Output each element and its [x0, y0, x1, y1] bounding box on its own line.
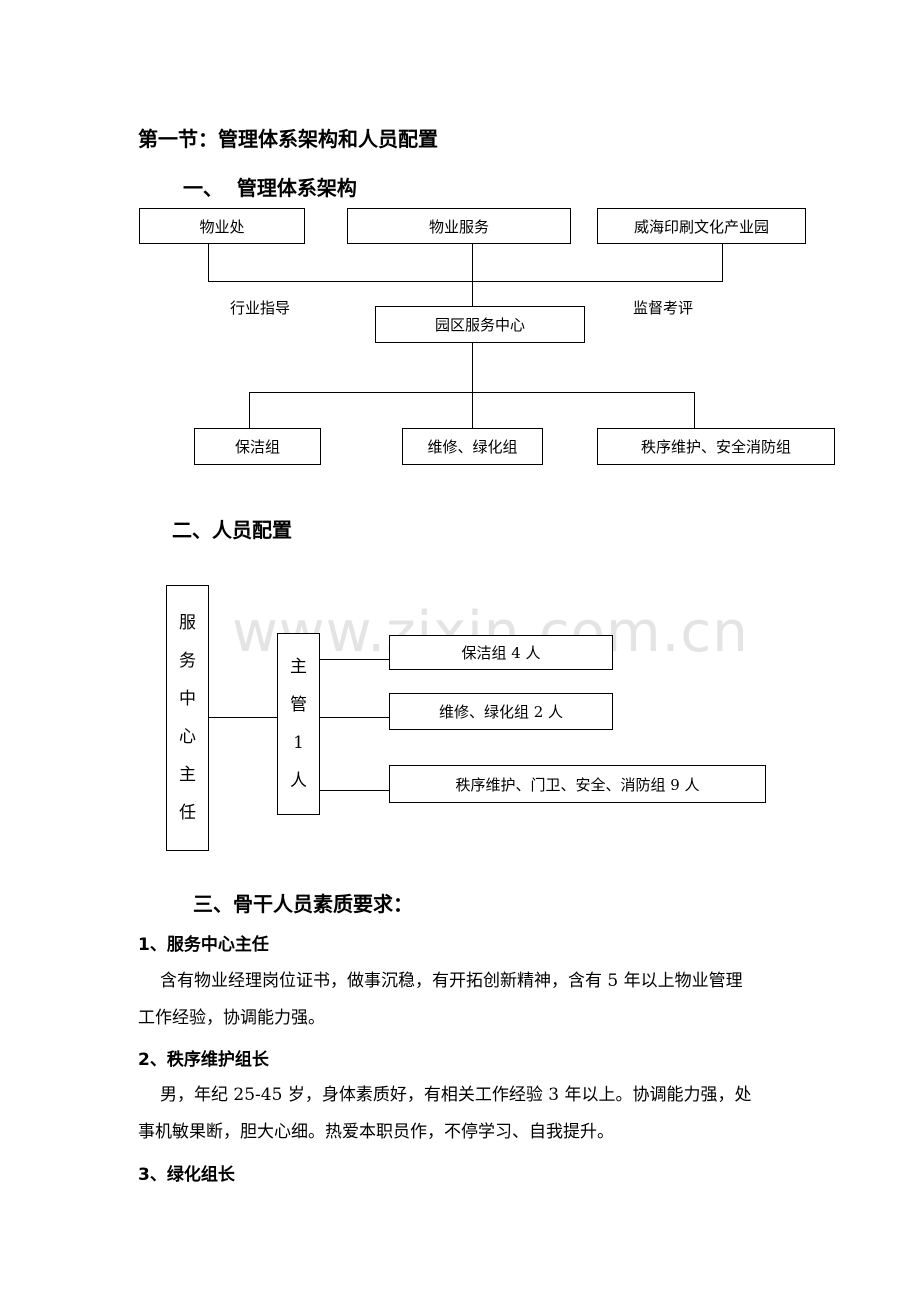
connector-line	[694, 392, 695, 429]
staff-box-cleaning-team: 保洁组 4 人	[389, 635, 613, 670]
connector-line	[472, 343, 473, 393]
connector-line	[249, 392, 250, 429]
requirement-text: 事机敏果断，胆大心细。热爱本职员作，不停学习、自我提升。	[138, 1122, 614, 1142]
connector-line	[320, 659, 390, 660]
char: 务	[179, 651, 196, 671]
connector-line	[472, 244, 473, 307]
connector-line	[722, 244, 723, 282]
requirement-heading: 1、服务中心主任	[138, 935, 269, 955]
connector-line	[208, 244, 209, 282]
section-title: 第一节：管理体系架构和人员配置	[138, 127, 438, 151]
org-box-cleaning-group: 保洁组	[194, 428, 321, 465]
char: 主	[290, 657, 307, 677]
requirement-heading: 3、绿化组长	[138, 1165, 235, 1185]
org-box-industrial-park: 威海印刷文化产业园	[597, 208, 806, 244]
staff-box-security-team: 秩序维护、门卫、安全、消防组 9 人	[389, 765, 766, 803]
org-box-property-service: 物业服务	[347, 208, 571, 244]
char: 服	[179, 613, 196, 633]
connector-line	[208, 281, 723, 282]
staff-box-maintenance-team: 维修、绿化组 2 人	[389, 693, 613, 730]
connector-line	[320, 790, 390, 791]
org-box-maintenance-greening-group: 维修、绿化组	[402, 428, 543, 465]
connector-line	[209, 717, 278, 718]
requirement-text: 男，年纪 25-45 岁，身体素质好，有相关工作经验 3 年以上。协调能力强，处	[160, 1085, 752, 1105]
subsection-2-title: 二、人员配置	[172, 518, 292, 542]
char: 管	[290, 695, 307, 715]
staff-box-center-director: 服 务 中 心 主 任	[166, 585, 209, 851]
char: 中	[179, 689, 196, 709]
requirement-text: 含有物业经理岗位证书，做事沉稳，有开拓创新精神，含有 5 年以上物业管理	[160, 971, 743, 991]
org-box-order-security-fire-group: 秩序维护、安全消防组	[597, 428, 835, 465]
requirement-text: 工作经验，协调能力强。	[138, 1008, 325, 1028]
staff-box-supervisor: 主 管 1 人	[277, 633, 320, 815]
subsection-1-title: 一、 管理体系架构	[183, 176, 357, 200]
char: 主	[179, 765, 196, 785]
char: 1	[293, 733, 304, 753]
label-supervision-evaluation: 监督考评	[633, 299, 694, 317]
char: 心	[179, 727, 196, 747]
requirement-heading: 2、秩序维护组长	[138, 1050, 269, 1070]
connector-line	[472, 392, 473, 429]
org-box-service-center: 园区服务中心	[375, 306, 585, 343]
char: 任	[179, 803, 196, 823]
connector-line	[320, 717, 390, 718]
char: 人	[290, 771, 307, 791]
subsection-3-title: 三、骨干人员素质要求：	[193, 892, 413, 916]
label-industry-guidance: 行业指导	[230, 299, 291, 317]
org-box-property-office: 物业处	[139, 208, 305, 244]
